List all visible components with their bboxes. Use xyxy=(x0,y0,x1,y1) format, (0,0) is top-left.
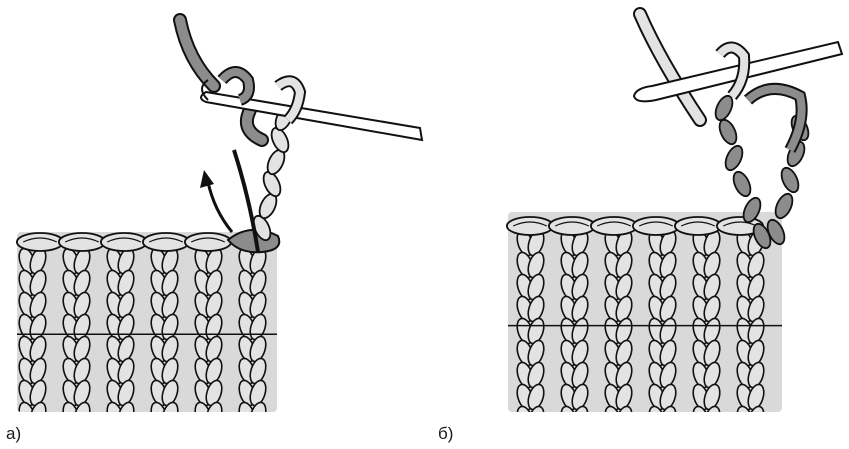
chain-link xyxy=(716,117,740,146)
crochet-fabric-a xyxy=(2,232,295,430)
chain-link xyxy=(712,93,736,122)
direction-arrow-icon xyxy=(200,170,232,232)
chain-link xyxy=(722,143,746,172)
chain-link xyxy=(778,165,802,194)
crochet-hook-icon xyxy=(201,80,422,140)
panel-a xyxy=(2,20,422,430)
panel-label-b: б) xyxy=(438,424,453,444)
panel-b xyxy=(500,14,842,434)
turning-chain-a xyxy=(250,103,296,242)
top-chain-row-a xyxy=(17,233,231,251)
chain-link xyxy=(730,169,754,198)
panel-label-a: a) xyxy=(6,424,21,444)
